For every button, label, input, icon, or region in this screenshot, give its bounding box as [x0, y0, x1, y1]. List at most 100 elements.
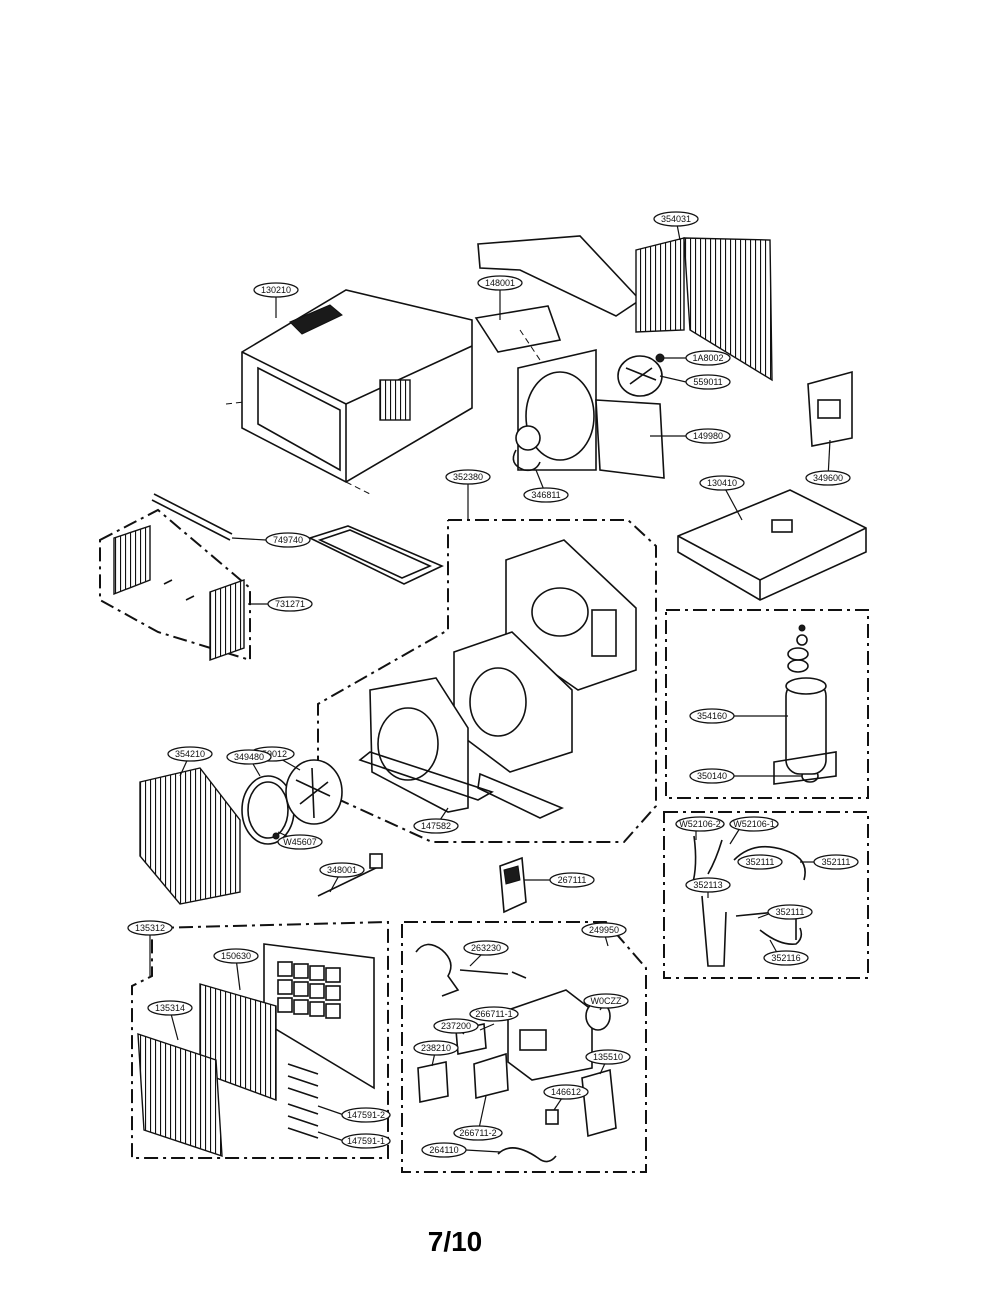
label-130410: 130410	[699, 475, 745, 491]
label-352111-a: 352111	[737, 854, 783, 870]
label-text: 237200	[441, 1021, 471, 1031]
label-text: 352111	[746, 857, 775, 867]
drain-hose	[317, 853, 383, 897]
filter-plate	[307, 525, 444, 585]
label-text: W45607	[283, 837, 317, 847]
label-text: 354210	[175, 749, 205, 759]
label-text: 146612	[551, 1087, 581, 1097]
label-238210: 238210	[413, 1040, 459, 1056]
label-135312: 135312	[127, 920, 173, 936]
label-266711-2: 266711-2	[453, 1125, 503, 1141]
label-354210: 354210	[167, 746, 213, 762]
label-W45607: W45607	[277, 834, 323, 850]
remote-control	[499, 856, 527, 914]
label-text: 150630	[221, 951, 251, 961]
tubing-group	[663, 811, 869, 979]
label-352380: 352380	[445, 469, 491, 485]
cabinet	[225, 289, 473, 495]
label-354160: 354160	[689, 708, 735, 724]
label-text: 130410	[707, 478, 737, 488]
label-text: 559011	[693, 377, 722, 387]
label-text: 266711-1	[475, 1009, 512, 1019]
label-text: 148001	[485, 278, 515, 288]
label-346811: 346811	[523, 487, 569, 503]
base-pan	[677, 489, 867, 601]
label-731271: 731271	[267, 596, 313, 612]
label-354031: 354031	[653, 211, 699, 227]
label-text: 264110	[429, 1145, 458, 1155]
label-149980: 149980	[685, 428, 731, 444]
label-text: 352111	[776, 907, 805, 917]
label-text: 349600	[813, 473, 843, 483]
label-text: 149980	[693, 431, 723, 441]
label-text: 359012	[257, 749, 287, 759]
label-text: W0CZZ	[591, 996, 622, 1006]
label-267111: 267111	[549, 872, 595, 888]
side-curtain-assembly	[99, 493, 251, 662]
label-352113: 352113	[685, 877, 731, 893]
label-text: 354160	[697, 711, 727, 721]
label-text: 130210	[261, 285, 291, 295]
control-bracket	[807, 370, 853, 447]
label-147582: 147582	[413, 818, 459, 834]
label-text: 348001	[327, 865, 357, 875]
compressor-group	[665, 609, 869, 799]
label-148001: 148001	[477, 275, 523, 291]
label-text: 147582	[421, 821, 451, 831]
label-text: 352113	[693, 880, 722, 890]
blower-wheel	[272, 759, 343, 840]
label-text: 249950	[589, 925, 619, 935]
label-264110: 264110	[421, 1142, 467, 1158]
label-text: 238210	[421, 1043, 451, 1053]
label-352111-c: 352111	[767, 904, 813, 920]
label-text: 352116	[771, 953, 800, 963]
label-text: 352380	[453, 472, 483, 482]
label-text: 1A8002	[692, 353, 723, 363]
label-135314: 135314	[147, 1000, 193, 1016]
label-349600: 349600	[805, 470, 851, 486]
label-1A8002: 1A8002	[685, 350, 731, 366]
label-text: 135510	[593, 1052, 623, 1062]
label-text: W52106-1	[733, 819, 775, 829]
evaporator-coil	[139, 767, 241, 905]
label-text: 135312	[135, 923, 165, 933]
label-text: 266711-2	[459, 1128, 496, 1138]
label-147591-2: 147591-2	[341, 1107, 391, 1123]
label-text: 350140	[697, 771, 727, 781]
label-249950: 249950	[581, 922, 627, 938]
top-cover-assembly	[474, 235, 642, 391]
label-749740: 749740	[265, 532, 311, 548]
label-349480: 349480	[226, 749, 272, 765]
label-147591-1: 147591-1	[341, 1133, 391, 1149]
label-146612: 146612	[543, 1084, 589, 1100]
label-text: 349480	[234, 752, 264, 762]
label-348001: 348001	[319, 862, 365, 878]
label-263230: 263230	[463, 940, 509, 956]
control-group	[401, 921, 647, 1173]
label-text: 147591-1	[347, 1136, 385, 1146]
leader-lines	[149, 218, 831, 1153]
label-W52106-2: W52106-2	[675, 816, 725, 832]
label-text: 135314	[155, 1003, 185, 1013]
label-text: W52106-2	[679, 819, 721, 829]
label-352116: 352116	[763, 950, 809, 966]
evaporator-housing-group	[317, 519, 657, 843]
label-text: 147591-2	[347, 1110, 385, 1120]
label-text: 263230	[471, 943, 501, 953]
label-text: 354031	[661, 214, 691, 224]
label-text: 749740	[273, 535, 303, 545]
label-text: 346811	[531, 490, 560, 500]
condenser-coil	[635, 237, 773, 382]
label-350140: 350140	[689, 768, 735, 784]
label-text: 352111	[822, 857, 851, 867]
label-W0CZZ: W0CZZ	[583, 993, 629, 1009]
label-text: 731271	[275, 599, 305, 609]
fan-motor-assembly	[512, 348, 665, 479]
page-number: 7/10	[427, 1226, 483, 1257]
label-135510: 135510	[585, 1049, 631, 1065]
label-W52106-1: W52106-1	[729, 816, 779, 832]
label-130210: 130210	[253, 282, 299, 298]
label-266711-1: 266711-1	[469, 1006, 519, 1022]
label-237200: 237200	[433, 1018, 479, 1034]
